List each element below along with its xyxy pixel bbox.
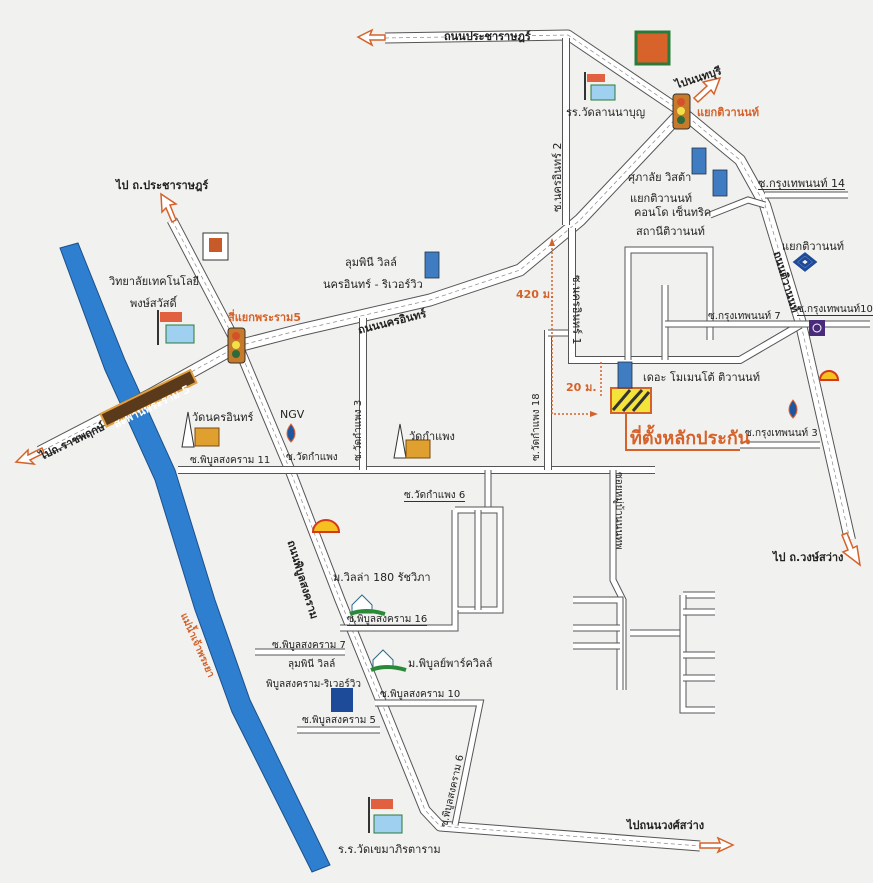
temple-icon — [181, 411, 220, 448]
place-wat-khema-school: ร.ร.วัดเขมาภิรตาราม — [338, 843, 441, 856]
school-icon — [157, 310, 195, 345]
school-icon — [584, 72, 616, 101]
lumpini-logo-icon — [331, 688, 353, 712]
temple-icon — [393, 423, 431, 459]
direction-to-wongsawang: ไป ถ.วงษ์สว่าง — [773, 551, 844, 564]
mrt-station-icon — [792, 252, 818, 272]
junction-rama5: สี่แยกพระราม5 — [228, 311, 301, 324]
place-college-1: วิทยาลัยเทคโนโลยี — [109, 275, 200, 288]
road-label-soi-wat-kamphaeng-18: ซ.วัดกำแพง 18 — [531, 393, 542, 461]
arrow-south-tiwanon — [841, 532, 862, 567]
road-label-prachacharat: ถนนประชาราษฎร์ — [444, 30, 531, 43]
condo-building-icon — [712, 169, 728, 197]
place-wat-nakhon-in: วัดนครอินทร์ — [192, 411, 254, 424]
condo-building-icon — [424, 251, 440, 279]
site-marker — [610, 387, 652, 414]
big-c-logo — [634, 30, 671, 66]
arrow-east-wongsawang — [699, 836, 735, 854]
traffic-light-icon — [227, 327, 246, 364]
road-block-a — [452, 507, 503, 613]
place-the-moment: เดอะ โมเมนโต้ ติวานนท์ — [643, 371, 760, 384]
rama5-bridge — [99, 368, 198, 428]
road-label-soi-krungthep-3: ซ.กรุงเทพนนท์ 3 — [745, 428, 818, 439]
place-tiwanon-condo-1: แยกติวานนท์ — [630, 192, 692, 205]
shell-icon — [311, 519, 341, 533]
arrow-northwest — [160, 192, 178, 224]
site-label: ที่ตั้งหลักประกัน — [630, 428, 751, 449]
road-inner-2 — [625, 247, 713, 360]
place-college-2: พงษ์สวัสดิ์ — [130, 297, 177, 310]
scb-bank-icon — [809, 320, 825, 336]
road-label-soi-pibul-16: ซ.พิบูลสงคราม 16 — [347, 614, 428, 626]
place-supalai-vista: ศุภาลัย วิสต้า — [628, 171, 692, 184]
arrow-west-prachacharat — [356, 28, 386, 47]
road-inner-5 — [709, 197, 766, 218]
arrow-nonthaburi — [692, 76, 722, 104]
road-nakhon-in — [236, 108, 686, 352]
road-soi-pibul-10 — [375, 700, 484, 826]
place-lumpini-pibul-1: ลุมพินี วิลล์ — [288, 659, 336, 670]
road-soi-nakhon-in-1 — [569, 228, 802, 363]
village-icon — [370, 649, 407, 672]
condo-building-icon — [617, 361, 633, 389]
place-lumpini-2: นครอินทร์ - ริเวอร์วิว — [323, 278, 423, 291]
road-village-branches — [573, 597, 623, 690]
road-label-soi-krungthep-10: ซ.กรุงเทพนนท์10 — [797, 304, 873, 316]
place-villa-180: ม.วิลล่า 180 รัชวิภา — [333, 571, 431, 584]
place-ngv: NGV — [280, 408, 305, 421]
place-wat-lan-na-bun-school: รร.วัดลานนาบุญ — [566, 106, 646, 119]
road-label-soi-krungthep-14: ซ.กรุงเทพนนท์ 14 — [758, 177, 845, 190]
road-label-soi-pibul-10: ซ.พิบูลสงคราม 10 — [380, 689, 461, 700]
direction-to-prachacharat: ไป ถ.ประชาราษฎร์ — [116, 179, 209, 192]
ptt-gas-icon — [788, 399, 798, 419]
road-label-soi-pibul-11: ซ.พิบูลสงคราม 11 — [190, 455, 271, 466]
road-label-soi-pibul-5: ซ.พิบูลสงคราม 5 — [302, 715, 376, 726]
village-icon — [349, 594, 386, 616]
place-wat-kamphaeng: วัดกำแพง — [409, 430, 455, 443]
junction-tiwanon: แยกติวานนท์ — [697, 106, 759, 119]
distance-420: 420 ม. — [516, 288, 555, 301]
road-soi-pibul-16 — [340, 610, 458, 631]
road-label-village: ซอยหมู่บ้านนนทพ — [613, 472, 624, 550]
road-label-soi-wat-kamphaeng: ซ.วัดกำแพง — [286, 452, 338, 463]
road-nakhon-in — [236, 107, 687, 353]
direction-to-wongsawang-road: ไปถนนวงศ์สว่าง — [627, 819, 705, 832]
shell-icon — [818, 370, 840, 381]
place-mrt-station: แยกติวานนท์ — [782, 240, 844, 253]
road-label-soi-wat-kamphaeng-6: ซ.วัดกำแพง 6 — [404, 490, 466, 502]
road-label-soi-nakhon-in-2: ซ.นครอินทร์ 2 — [551, 142, 564, 212]
distance-420-marker — [551, 240, 595, 415]
ptt-gas-icon — [286, 423, 296, 443]
road-label-soi-krungthep-7: ซ.กรุงเทพนนท์ 7 — [708, 311, 781, 322]
arrow-southwest — [14, 446, 45, 465]
place-lumpini-pibul-2: พิบูลสงคราม-ริเวอร์วิว — [266, 679, 361, 690]
road-inner-2 — [624, 246, 714, 360]
place-tiwanon-condo-3: สถานีติวานนท์ — [636, 225, 705, 238]
school-icon — [368, 797, 403, 834]
road-label-soi-nakhon-in-1: ซ.นครอินทร์ 1 — [570, 275, 583, 345]
traffic-light-icon — [672, 93, 691, 130]
road-village-spine — [680, 595, 715, 713]
place-lumpini-1: ลุมพินี วิลล์ — [345, 256, 397, 269]
road-label-soi-wat-kamphaeng-3: ซ.วัดกำแพง 3 — [353, 399, 364, 461]
place-pibul-park-ville: ม.พิบูลย์พาร์ควิลล์ — [408, 657, 493, 670]
place-tiwanon-condo-2: คอนโด เซ็นทริค — [634, 206, 712, 219]
distance-20: 20 ม. — [566, 381, 597, 394]
road-label-soi-pibul-7: ซ.พิบูลสงคราม 7 — [272, 640, 346, 651]
condo-building-icon — [691, 147, 707, 175]
